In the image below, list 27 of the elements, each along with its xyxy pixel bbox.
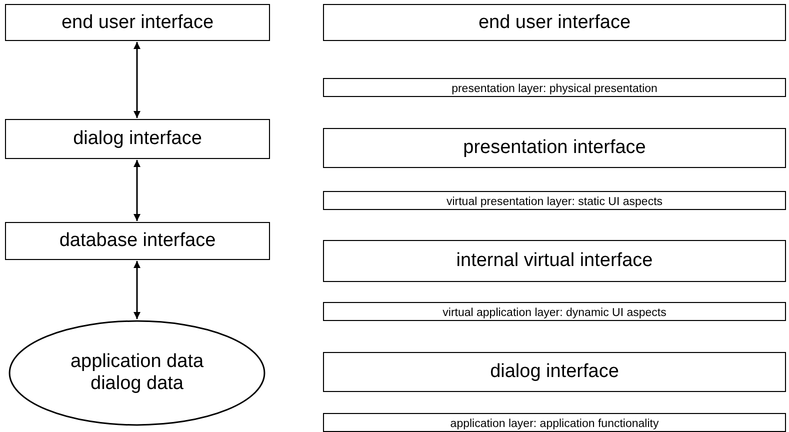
interface-box: [5, 119, 270, 159]
node-label: application layer: application functionality: [450, 418, 659, 430]
data-ellipse: [8, 320, 266, 426]
layer-box: [323, 302, 786, 321]
interface-box: [323, 240, 786, 282]
interface-box: [5, 4, 270, 41]
node-label: internal virtual interface: [456, 250, 653, 272]
layer-box: [323, 78, 786, 97]
node-label: presentation interface: [463, 137, 646, 159]
node-label: database interface: [59, 230, 216, 252]
node-label: application data dialog data: [69, 351, 205, 395]
interface-box: [5, 222, 270, 260]
node-label: virtual presentation layer: static UI aspects: [446, 196, 663, 208]
node-label: virtual application layer: dynamic UI aspects: [442, 306, 666, 318]
double-arrow: [134, 261, 140, 319]
node-label: dialog interface: [73, 128, 202, 150]
interface-box: [323, 128, 786, 168]
layer-box: [323, 191, 786, 210]
node-label: end user interface: [478, 12, 631, 34]
node-label: end user interface: [61, 12, 214, 34]
node-label: dialog interface: [490, 361, 619, 383]
node-label: presentation layer: physical presentation: [452, 82, 658, 94]
layer-box: [323, 413, 786, 432]
double-arrow: [134, 160, 140, 221]
interface-box: [323, 352, 786, 392]
double-arrow: [134, 42, 140, 118]
interface-box: [323, 4, 786, 41]
